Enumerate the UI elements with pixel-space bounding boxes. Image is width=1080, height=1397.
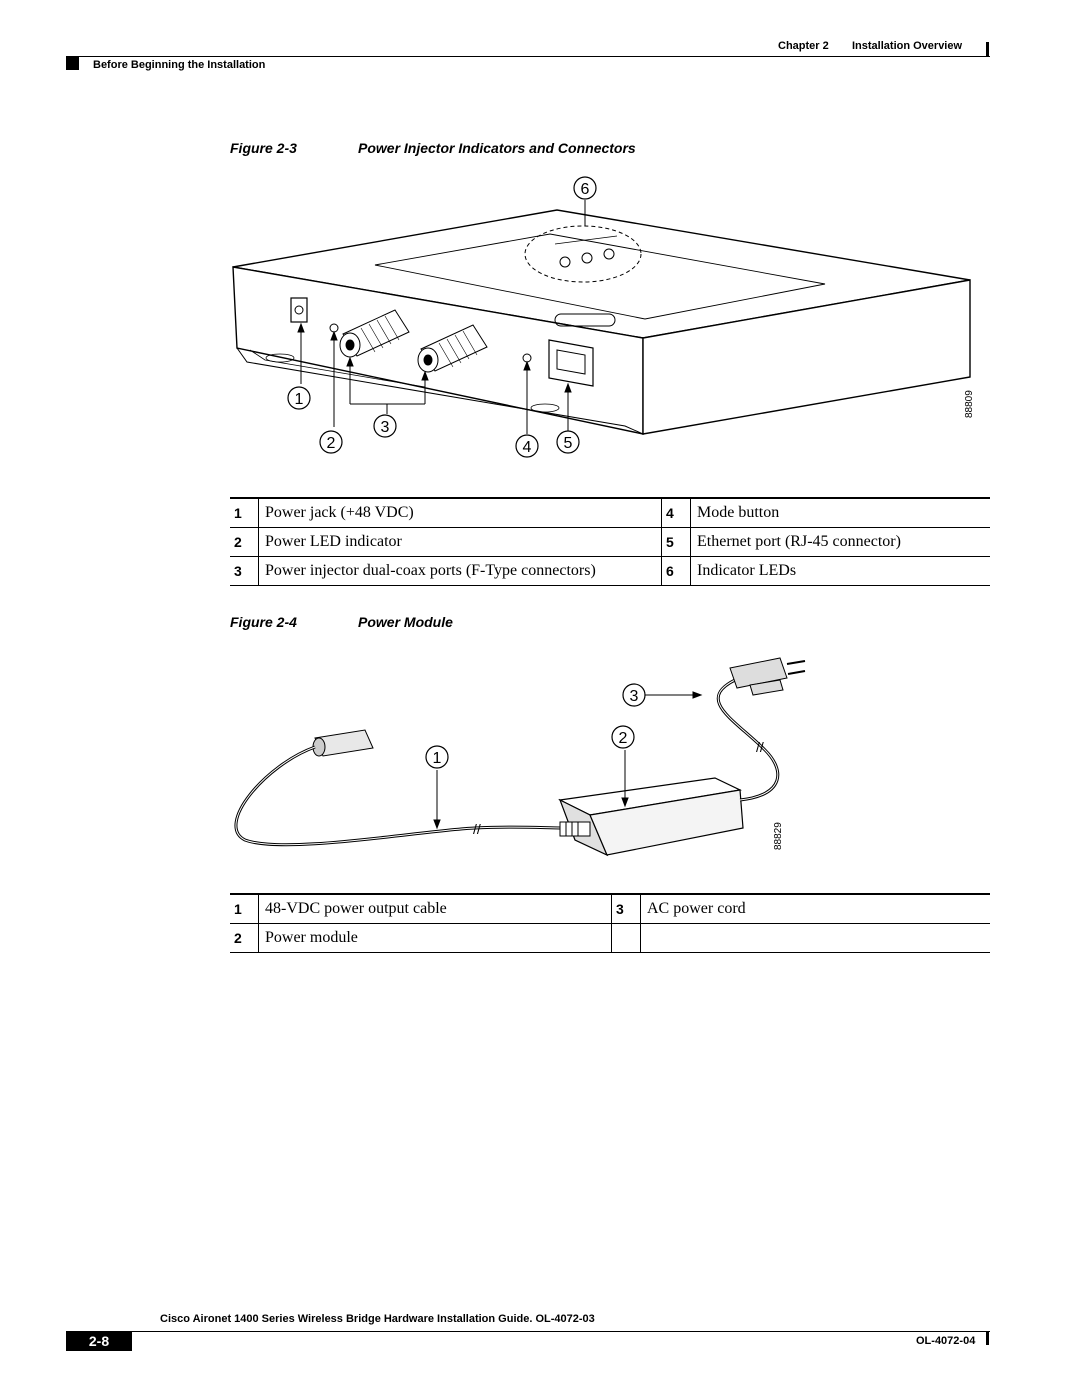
figure4-title: Power Module — [358, 614, 453, 630]
legend-num: 1 — [230, 893, 259, 924]
legend-num: 5 — [661, 527, 691, 557]
callout-4-text: 4 — [523, 439, 532, 456]
power-injector-illustration: 1 2 3 4 5 6 88809 — [232, 176, 975, 458]
legend-text: Ethernet port (RJ-45 connector) — [690, 527, 990, 557]
figure4-label: Figure 2-4 — [230, 614, 297, 630]
footer-rule — [66, 1331, 990, 1332]
callout-5 — [556, 430, 580, 454]
callout-2-text: 2 — [327, 435, 336, 452]
legend-text: Power LED indicator — [258, 527, 662, 557]
legend-num — [611, 923, 641, 953]
figure3-label: Figure 2-3 — [230, 140, 297, 156]
callout-6 — [573, 176, 597, 200]
legend-num: 1 — [230, 497, 259, 528]
callout-1-text: 1 — [295, 391, 304, 408]
legend-text — [640, 923, 990, 953]
callout-1-text: 1 — [433, 750, 442, 767]
callout-3 — [622, 683, 646, 707]
callout-4 — [515, 434, 539, 458]
figure3-art-id: 88809 — [964, 390, 975, 418]
legend-num: 6 — [661, 556, 691, 586]
callout-1 — [425, 745, 449, 769]
chapter-title: Installation Overview — [852, 40, 963, 52]
table-row: 3 Power injector dual-coax ports (F-Type… — [230, 556, 990, 586]
table-row: 2 Power module — [230, 923, 990, 953]
callout-6-text: 6 — [581, 181, 590, 198]
callout-3-text: 3 — [381, 419, 390, 436]
figure4-legend-table: 1 48-VDC power output cable 3 AC power c… — [230, 893, 990, 953]
svg-text://: // — [756, 739, 764, 755]
figure3-legend-table: 1 Power jack (+48 VDC) 4 Mode button 2 P… — [230, 497, 990, 586]
table-row: 2 Power LED indicator 5 Ethernet port (R… — [230, 527, 990, 557]
legend-num: 4 — [661, 497, 691, 528]
legend-text: Power jack (+48 VDC) — [258, 497, 662, 528]
legend-num: 3 — [611, 893, 641, 924]
svg-text://: // — [473, 821, 481, 837]
callout-2 — [611, 725, 635, 749]
callout-3 — [373, 414, 397, 438]
page-number: 2-8 — [88, 1333, 110, 1349]
figure4-art-id: 88829 — [773, 822, 784, 850]
led-group-circle — [524, 225, 642, 283]
legend-text: Power injector dual-coax ports (F-Type c… — [258, 556, 662, 586]
legend-num: 2 — [230, 527, 259, 557]
table-row: 1 Power jack (+48 VDC) 4 Mode button — [230, 497, 990, 528]
header-rule — [66, 56, 990, 57]
chapter-label: Chapter 2 — [778, 40, 829, 52]
legend-text: Mode button — [690, 497, 990, 528]
footer-doc-id: OL-4072-04 — [916, 1335, 976, 1347]
legend-text: AC power cord — [640, 893, 990, 924]
legend-text: Power module — [258, 923, 612, 953]
footer-marker — [986, 1331, 989, 1345]
callout-2-text: 2 — [619, 730, 628, 747]
table-row: 1 48-VDC power output cable 3 AC power c… — [230, 893, 990, 924]
callout-3-text: 3 — [630, 688, 639, 705]
footer-guide-title: Cisco Aironet 1400 Series Wireless Bridg… — [160, 1313, 595, 1325]
page-number-box: 2-8 — [66, 1331, 132, 1351]
section-marker — [66, 57, 79, 70]
legend-text: Indicator LEDs — [690, 556, 990, 586]
figure3-title: Power Injector Indicators and Connectors — [358, 140, 636, 156]
header-marker — [986, 42, 989, 56]
callout-5-text: 5 — [564, 435, 573, 452]
section-title: Before Beginning the Installation — [93, 59, 266, 71]
power-module-illustration: // // 1 2 3 88829 — [234, 657, 806, 857]
legend-text: 48-VDC power output cable — [258, 893, 612, 924]
legend-num: 3 — [230, 556, 259, 586]
callout-2 — [319, 430, 343, 454]
callout-1 — [287, 386, 311, 410]
legend-num: 2 — [230, 923, 259, 953]
